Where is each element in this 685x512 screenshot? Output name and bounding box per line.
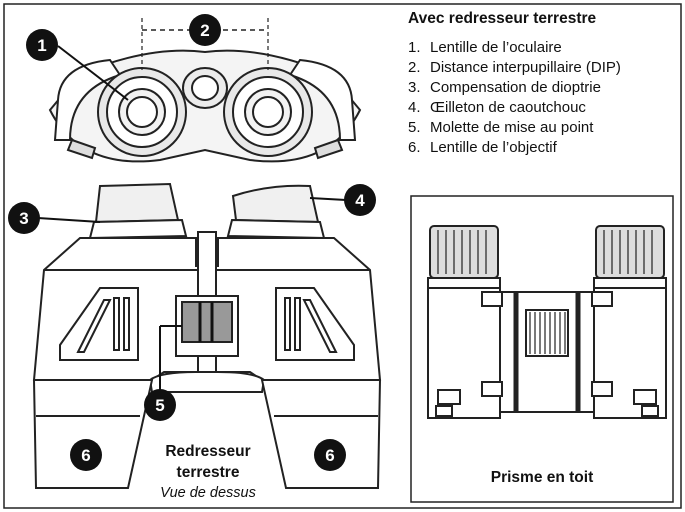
legend-item-label: Molette de mise au point xyxy=(430,119,594,136)
callout-2: 2 xyxy=(189,14,221,46)
legend-item-number: 1. xyxy=(408,39,421,56)
roof-prism-caption: Prisme en toit xyxy=(491,469,594,486)
callout-6-right: 6 xyxy=(314,439,346,471)
callout-6-left: 6 xyxy=(70,439,102,471)
legend-item-number: 4. xyxy=(408,99,421,116)
outer-frame xyxy=(3,3,682,509)
legend-item: 1. Lentille de l’oculaire xyxy=(408,38,680,58)
svg-text:4: 4 xyxy=(355,191,365,210)
svg-text:3: 3 xyxy=(19,209,28,228)
callout-4: 4 xyxy=(344,184,376,216)
porro-caption-line2: terrestre xyxy=(177,464,240,481)
callout-5: 5 xyxy=(144,389,176,421)
legend-item-number: 5. xyxy=(408,119,421,136)
callout-leaders xyxy=(37,45,347,390)
legend-item: 2. Distance interpupillaire (DIP) xyxy=(408,58,680,78)
legend-item-label: Lentille de l’objectif xyxy=(430,139,557,156)
svg-text:1: 1 xyxy=(37,36,46,55)
svg-text:5: 5 xyxy=(155,396,164,415)
legend-item-label: Compensation de dioptrie xyxy=(430,79,601,96)
legend-item: 3. Compensation de dioptrie xyxy=(408,78,680,98)
legend-item: 4. Œilleton de caoutchouc xyxy=(408,98,680,118)
roof-prism-binoculars xyxy=(427,225,667,419)
legend-item-label: Distance interpupillaire (DIP) xyxy=(430,59,621,76)
legend-item-number: 2. xyxy=(408,59,421,76)
eyepiece-view xyxy=(48,18,362,163)
roof-prism-panel xyxy=(410,195,674,503)
porro-caption-line1: Redresseur xyxy=(165,443,250,460)
legend-title: Avec redresseur terrestre xyxy=(408,10,597,27)
legend-item: 5. Molette de mise au point xyxy=(408,118,680,138)
porro-front-view xyxy=(32,182,382,489)
svg-text:6: 6 xyxy=(81,446,90,465)
legend-list: 1. Lentille de l’oculaire 2. Distance inte… xyxy=(408,38,680,158)
callout-1: 1 xyxy=(26,29,58,61)
legend-item-number: 6. xyxy=(408,139,421,156)
porro-caption-sub: Vue de dessus xyxy=(160,485,256,501)
legend-item-number: 3. xyxy=(408,79,421,96)
legend: Avec redresseur terrestre 1. Lentille de … xyxy=(408,10,680,158)
svg-text:2: 2 xyxy=(200,21,209,40)
svg-text:6: 6 xyxy=(325,446,334,465)
callout-3: 3 xyxy=(8,202,40,234)
legend-item-label: Lentille de l’oculaire xyxy=(430,39,562,56)
legend-item-label: Œilleton de caoutchouc xyxy=(430,99,586,116)
legend-item: 6. Lentille de l’objectif xyxy=(408,138,680,158)
